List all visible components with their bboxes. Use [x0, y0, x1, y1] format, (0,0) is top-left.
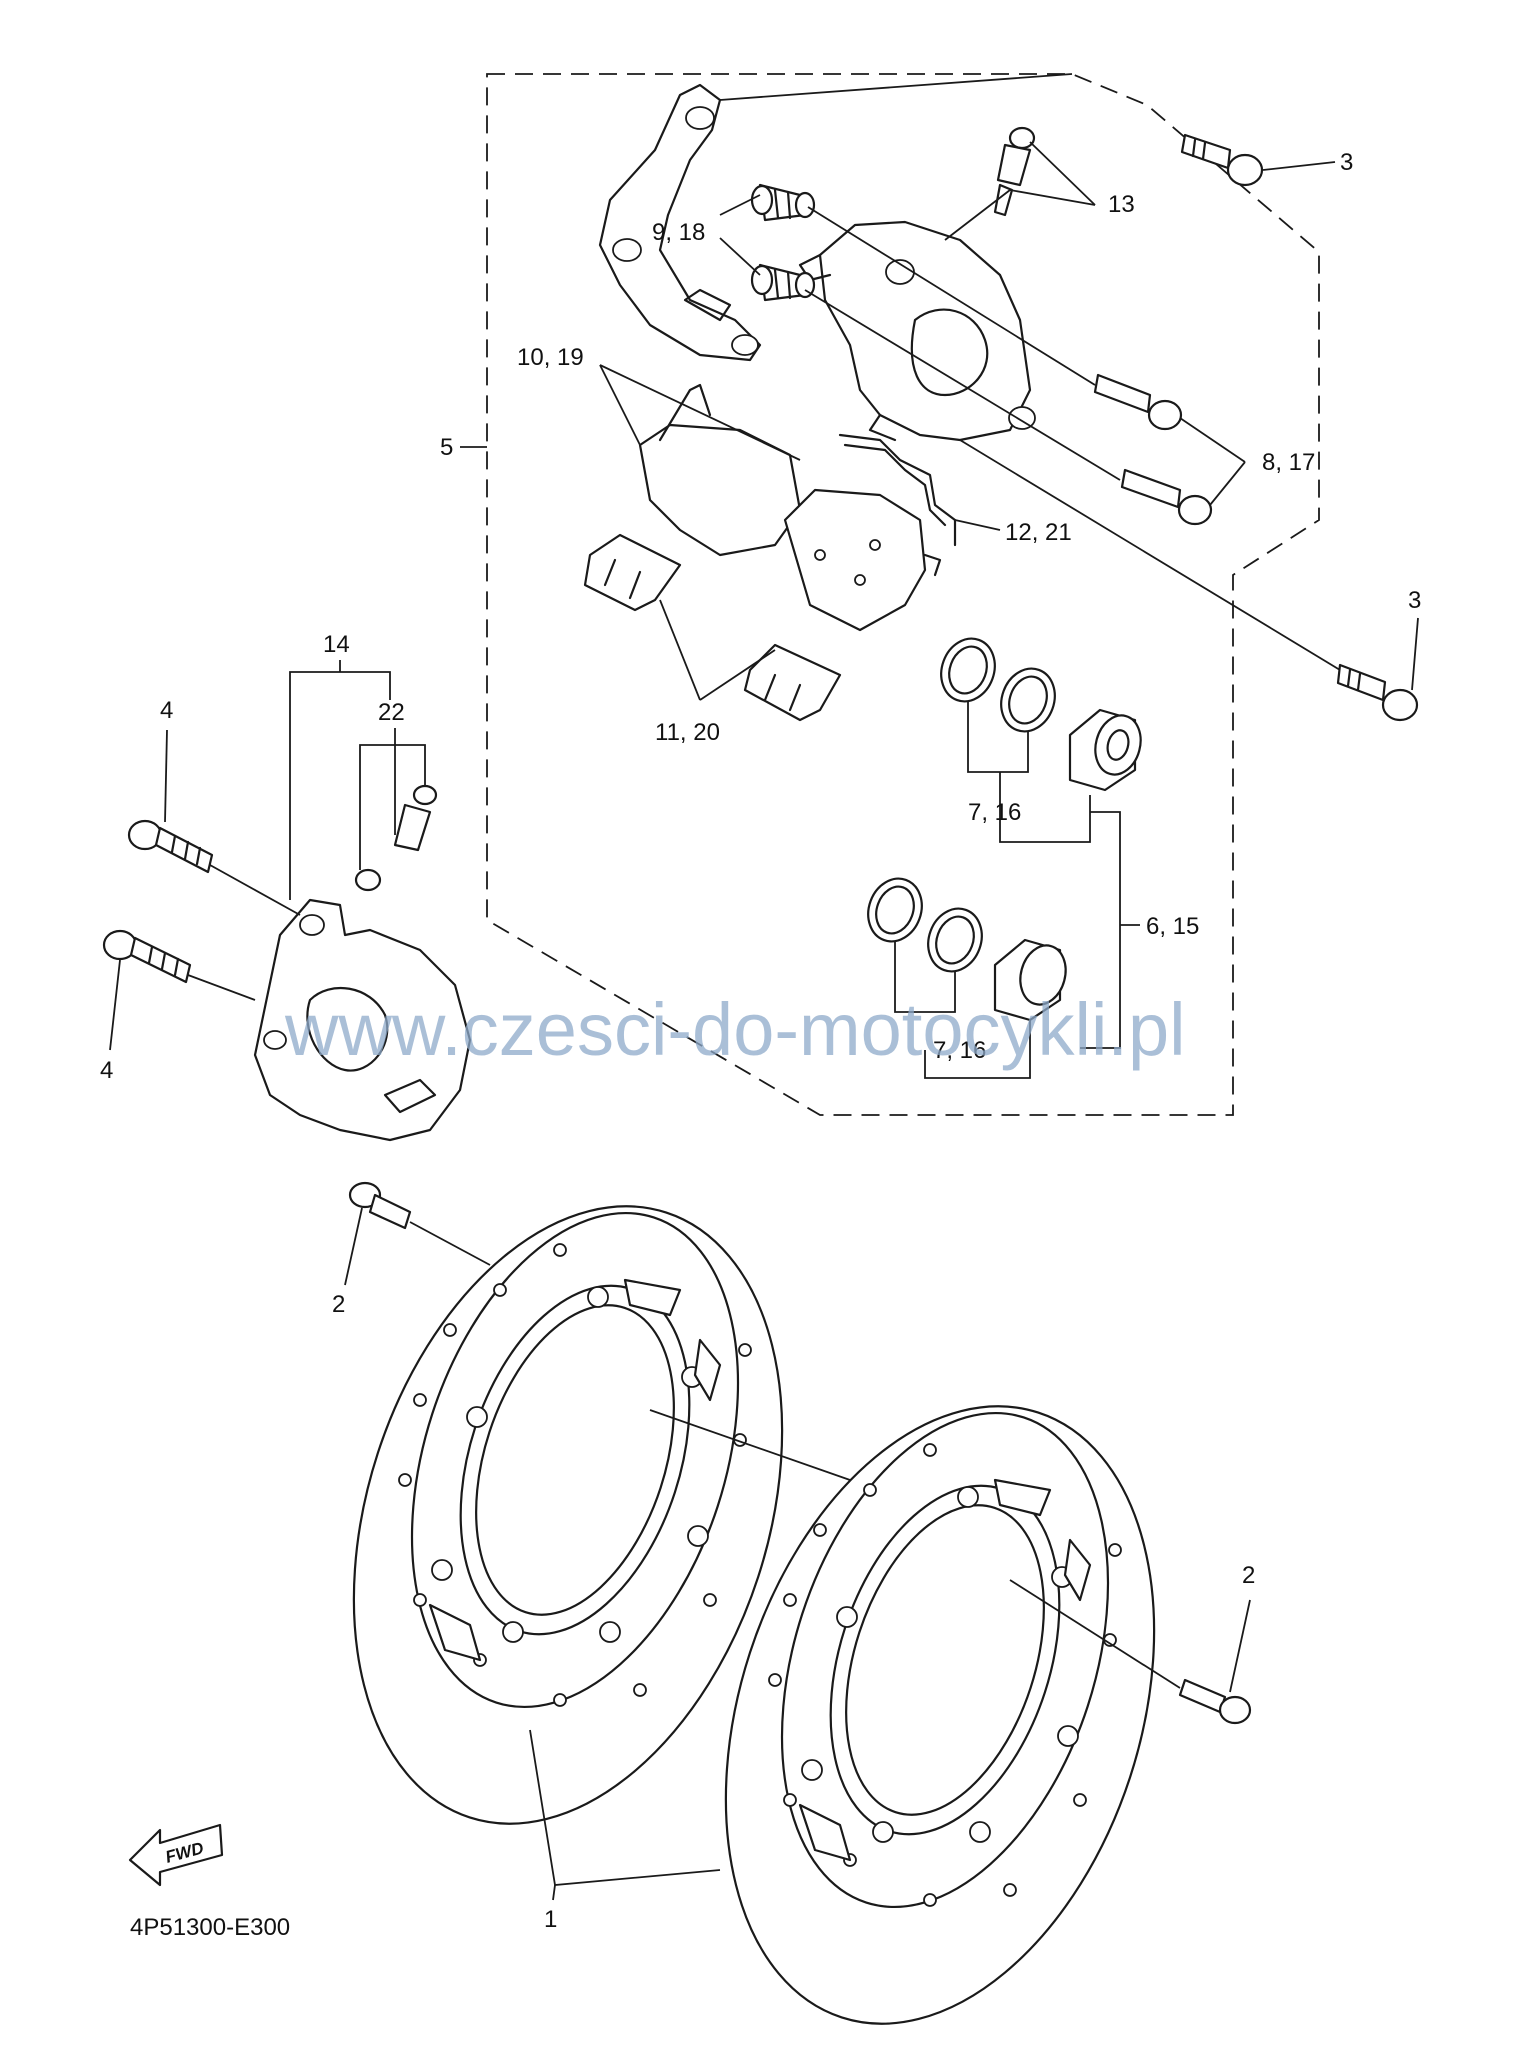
callout-3-upper: 3 — [1340, 149, 1353, 176]
callout-5: 5 — [440, 434, 453, 461]
bolt-4-upper — [127, 819, 214, 874]
caliper-bolt-upper — [1093, 373, 1183, 431]
pad-shim-left — [583, 533, 682, 612]
brake-pad-rear — [783, 488, 942, 632]
callout-8-17: 8, 17 — [1262, 449, 1315, 476]
callout-13: 13 — [1108, 191, 1135, 218]
disc-bolt-upper — [348, 1181, 412, 1230]
bolt-3-lower — [1336, 663, 1419, 722]
diagram-code: 4P51300-E300 — [130, 1914, 290, 1941]
callout-12-21: 12, 21 — [1005, 519, 1072, 546]
pin-boot-upper — [750, 183, 816, 222]
callout-2-lower: 2 — [1242, 1562, 1255, 1589]
bolt-4-lower — [102, 929, 192, 984]
bolt-3-upper — [1180, 133, 1264, 187]
callout-10-19: 10, 19 — [517, 344, 584, 371]
callout-14: 14 — [323, 631, 350, 658]
fwd-arrow-icon: FWD — [128, 1823, 224, 1887]
watermark: www.czesci-do-motocykli.pl — [284, 988, 1186, 1071]
callout-1: 1 — [544, 1906, 557, 1933]
brake-disc-right — [724, 1405, 1156, 2025]
callout-2-upper: 2 — [332, 1291, 345, 1318]
caliper-assembly-left — [253, 898, 472, 1142]
brake-disc-left — [352, 1205, 784, 1825]
pin-boot-lower — [750, 263, 816, 302]
caliper-bolt-lower — [1120, 468, 1213, 526]
piston-upper — [1068, 708, 1142, 792]
callout-3-lower: 3 — [1408, 587, 1421, 614]
seal-kit-upper — [940, 637, 1056, 733]
bleed-screw-left — [354, 784, 438, 892]
brake-pad-front — [638, 383, 802, 557]
callout-11-20: 11, 20 — [655, 719, 720, 746]
callout-4-upper: 4 — [160, 697, 173, 724]
assembly-5-boundary — [486, 73, 1320, 1116]
leader-lines — [109, 73, 1419, 1901]
seal-kit-lower — [867, 877, 983, 973]
caliper-body — [798, 220, 1036, 442]
callout-4-lower: 4 — [100, 1057, 113, 1084]
callout-6-15: 6, 15 — [1146, 913, 1199, 940]
disc-bolt-lower — [1178, 1678, 1252, 1725]
piston-lower — [993, 938, 1067, 1022]
pad-shim-right — [743, 643, 842, 722]
callout-22: 22 — [378, 699, 405, 726]
callout-9-18: 9, 18 — [652, 219, 705, 246]
bleed-screw — [993, 126, 1036, 217]
caliper-bracket — [598, 83, 762, 362]
callout-7-16-upper: 7, 16 — [968, 799, 1021, 826]
callout-7-16-lower: 7, 16 — [933, 1037, 986, 1064]
